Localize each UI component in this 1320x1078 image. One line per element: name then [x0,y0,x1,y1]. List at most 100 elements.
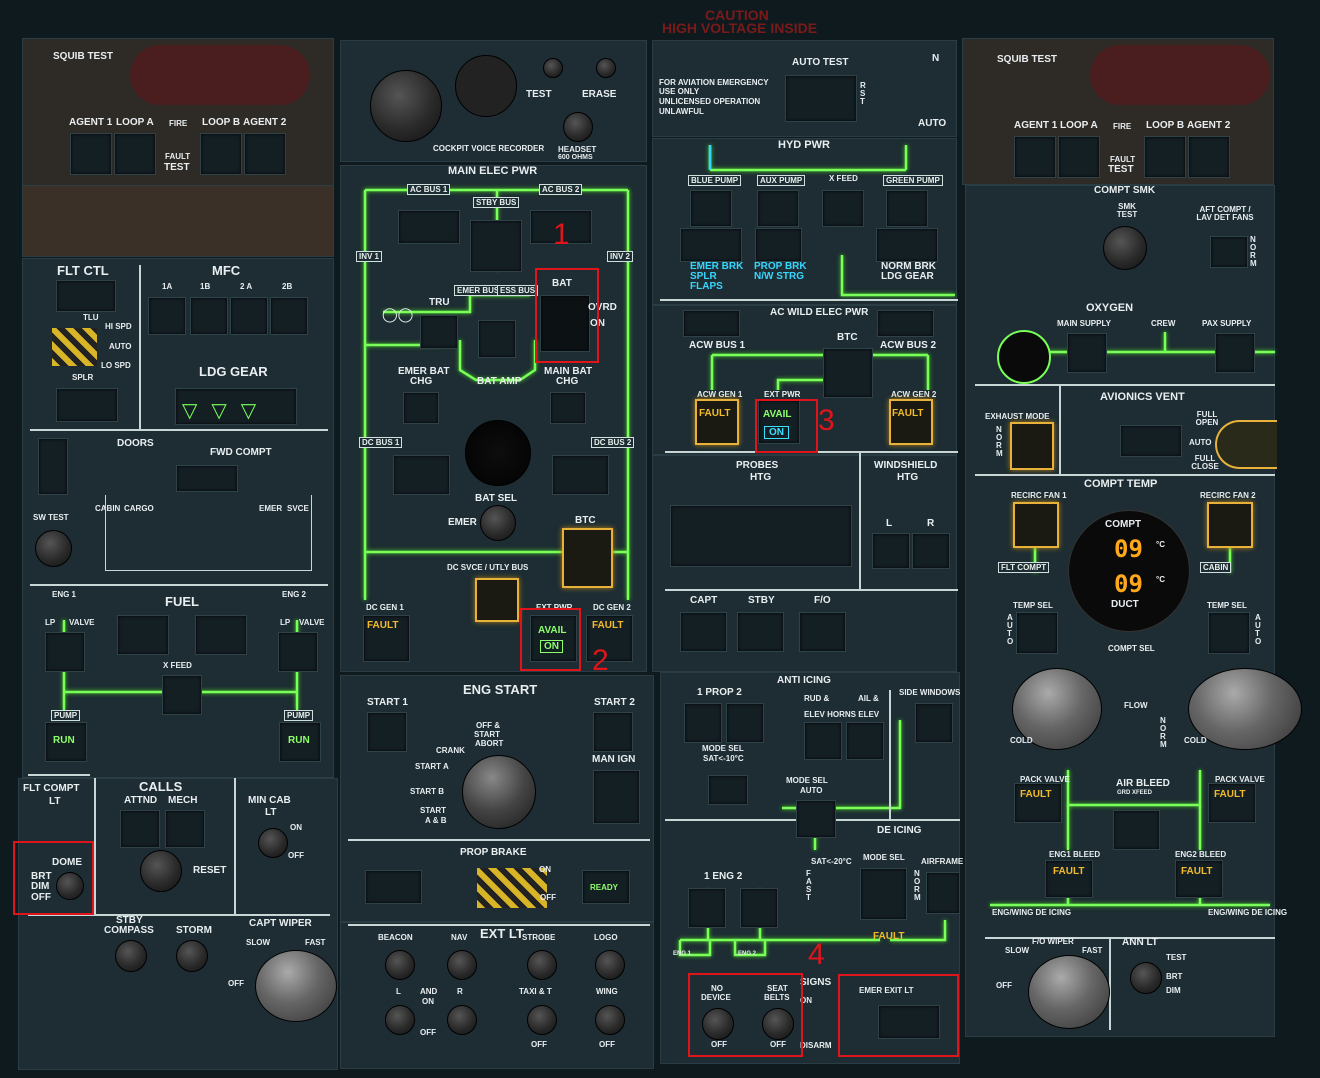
r-agent1-button[interactable] [1014,136,1056,178]
pack-valve1-button[interactable] [1014,783,1062,823]
storm-switch[interactable] [176,940,208,972]
loopb-button[interactable] [200,133,242,175]
sw-test-button[interactable] [35,530,72,567]
bat-sel-knob[interactable] [480,505,516,541]
start2-button[interactable] [593,712,633,752]
acw-gen1-button[interactable] [695,399,739,445]
dcbus2-button[interactable] [552,455,609,495]
mech-button[interactable] [165,810,205,848]
prop-brake-guard[interactable] [477,868,547,908]
dcgen2-button[interactable] [586,615,633,662]
eng2-bleed-button[interactable] [1175,860,1223,898]
norm-brk-button[interactable] [876,228,938,262]
mfc-2b-button[interactable] [270,297,308,335]
prop-brk-button[interactable] [755,228,802,262]
windshield-l-button[interactable] [872,533,910,569]
tlu-guard[interactable] [52,328,97,366]
airframe-button[interactable] [926,872,960,914]
deice-mode-switch[interactable] [860,868,907,920]
pax-supply-button[interactable] [1215,333,1255,373]
dome-switch[interactable] [56,872,84,900]
grd-xfeed-button[interactable] [1113,810,1160,850]
vent-selector[interactable] [1215,420,1277,469]
btc-button[interactable] [562,528,613,588]
mfc-1b-button[interactable] [190,297,228,335]
ready-button[interactable] [582,870,630,904]
run2-button[interactable] [279,722,321,762]
deice-eng2-button[interactable] [740,888,778,928]
strobe-switch[interactable] [527,950,557,980]
fire-handle-left[interactable] [130,45,310,105]
compt-temp-knob-left[interactable] [1012,668,1102,750]
main-supply-button[interactable] [1067,333,1107,373]
prop2-button[interactable] [726,703,764,743]
fuel-xfeed-button[interactable] [162,675,202,715]
attnd-button[interactable] [120,810,160,848]
prop-mode-button[interactable] [708,775,748,805]
tlu-switch[interactable] [56,280,116,312]
elt-button[interactable] [785,75,857,122]
probes-fo-button[interactable] [799,612,846,652]
windshield-r-button[interactable] [912,533,950,569]
blue-pump-button[interactable] [690,190,732,227]
calls-reset-button[interactable] [140,850,182,892]
ext-pwr-button[interactable] [530,615,577,662]
eng-start-selector[interactable] [462,755,536,829]
cvr-erase-switch[interactable] [596,58,616,78]
seat-belts-switch[interactable] [762,1008,794,1040]
no-device-switch[interactable] [702,1008,734,1040]
acw-ext-button[interactable] [758,400,800,444]
probes-stby-button[interactable] [737,612,784,652]
recirc-fan1-button[interactable] [1013,502,1059,548]
loopa-button[interactable] [114,133,156,175]
recirc-fan2-button[interactable] [1207,502,1253,548]
emer-exit-switch[interactable] [878,1005,940,1039]
agent1-button[interactable] [70,133,112,175]
exhaust-mode-button[interactable] [1010,422,1054,470]
mfc-2a-button[interactable] [230,297,268,335]
logo-switch[interactable] [595,950,625,980]
avionics-vent-button[interactable] [1120,425,1182,457]
r-agent2-button[interactable] [1188,136,1230,178]
rud-horns-button[interactable] [804,722,842,760]
doors-sw-guard[interactable] [38,438,68,495]
min-cab-switch[interactable] [258,828,288,858]
side-windows-button[interactable] [915,703,953,743]
run1-button[interactable] [45,722,87,762]
aft-compt-switch[interactable] [1210,236,1248,268]
taxi-switch[interactable] [527,1005,557,1035]
nav-switch[interactable] [447,950,477,980]
r-loopb-button[interactable] [1144,136,1186,178]
prop1-button[interactable] [684,703,722,743]
temp-sel1-switch[interactable] [1016,612,1058,654]
pack-valve2-button[interactable] [1208,783,1256,823]
ess-bus-button[interactable] [478,320,516,358]
mfc-1a-button[interactable] [148,297,186,335]
tru-button[interactable] [420,315,458,349]
acw-gen2-switch[interactable] [877,310,934,337]
deice-eng1-button[interactable] [688,888,726,928]
acw-btc-button[interactable] [823,348,873,398]
inv2-button[interactable] [530,210,592,244]
ail-elev-button[interactable] [846,722,884,760]
acw-gen1-switch[interactable] [683,310,740,337]
compt-temp-knob-right[interactable] [1188,668,1302,750]
splr-button[interactable] [56,388,118,422]
emer-brk-button[interactable] [680,228,742,262]
probes-capt-button[interactable] [680,612,727,652]
cvr-test-switch[interactable] [543,58,563,78]
land-l-switch[interactable] [385,1005,415,1035]
stby-bus-button[interactable] [470,220,522,272]
fire-handle-right[interactable] [1090,45,1270,105]
headset-jack[interactable] [563,112,593,142]
lp-valve2-button[interactable] [278,632,318,672]
capt-wiper-knob[interactable] [255,950,337,1022]
emer-bat-button[interactable] [403,392,439,424]
probes-buttons[interactable] [670,505,852,567]
green-pump-button[interactable] [886,190,928,227]
bat-switch[interactable] [540,295,590,352]
dc-svce-button[interactable] [475,578,519,622]
mode-sel-button[interactable] [796,800,836,838]
aux-pump-button[interactable] [757,190,799,227]
dcgen1-button[interactable] [363,615,410,662]
